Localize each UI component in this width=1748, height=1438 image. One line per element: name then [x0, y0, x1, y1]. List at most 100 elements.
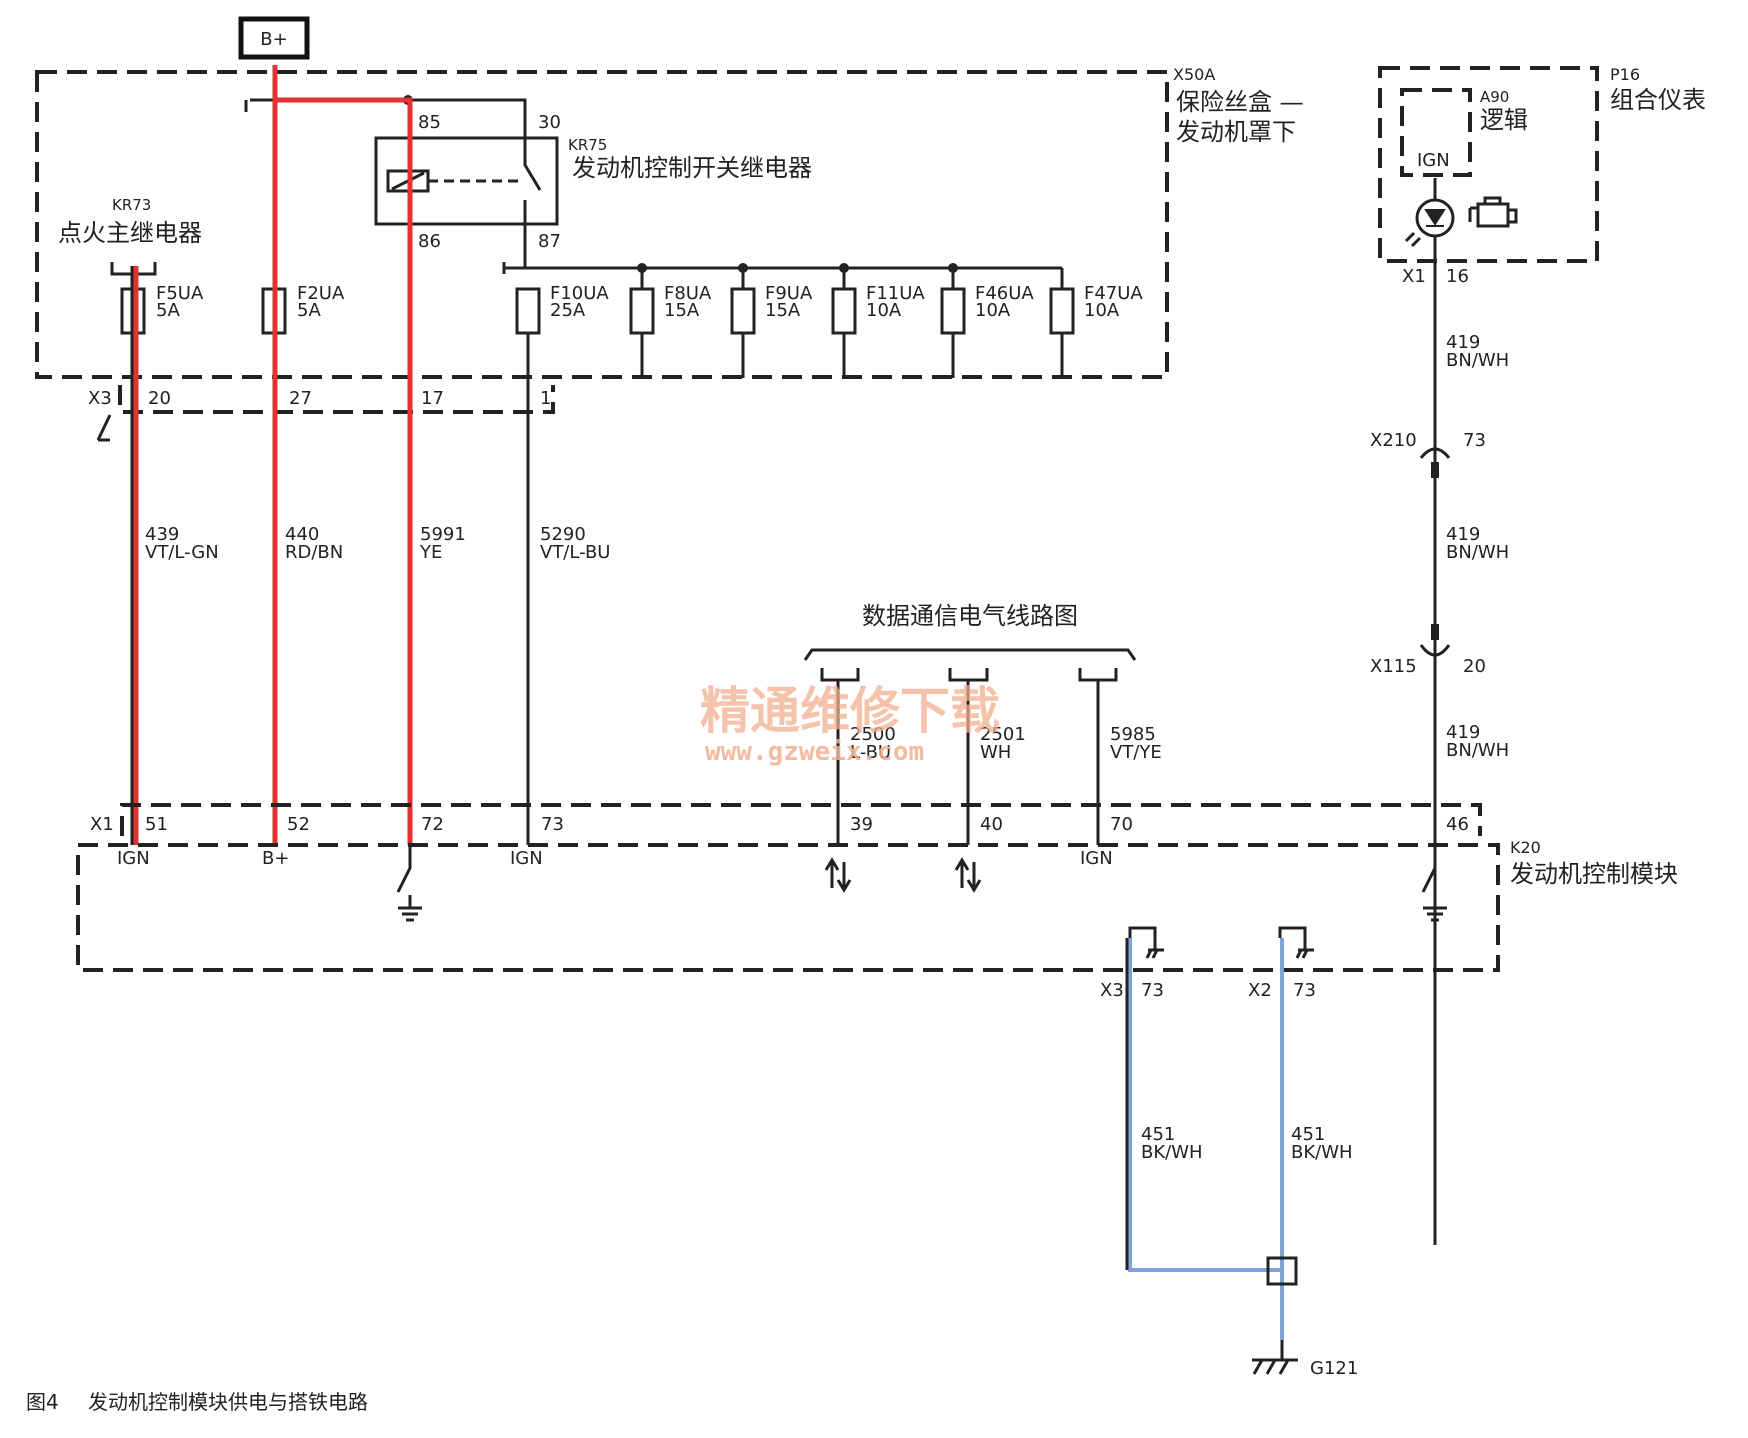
ecm-pin51: 51: [145, 814, 168, 835]
wire-419-color-2: BN/WH: [1446, 542, 1509, 563]
svg-text:F46UA: F46UA: [975, 283, 1034, 304]
fuse-box-outline: [35, 70, 1169, 379]
svg-text:25A: 25A: [550, 300, 586, 321]
wire-439-color: VT/L-GN: [145, 542, 219, 563]
x210-label: X210: [1370, 430, 1417, 451]
x3-internal-ground-icon: [1128, 926, 1164, 959]
pin46-ground-icon: [1423, 895, 1447, 922]
ecm-x1-connector-outline: [120, 803, 1482, 836]
kr75-pin87: 87: [538, 231, 561, 252]
fuse-box-title-1: 保险丝盒 —: [1176, 88, 1304, 116]
pin46-switch: [1421, 845, 1437, 893]
ecm-pin70: 70: [1110, 814, 1133, 835]
x115-pin: 20: [1463, 656, 1486, 677]
caption-fig: 图4: [26, 1390, 59, 1414]
gnd-x2-label: X2: [1248, 980, 1272, 1001]
wire-5985-color: VT/YE: [1110, 742, 1162, 763]
gnd-x3-pin: 73: [1141, 980, 1164, 1001]
watermark-line1: 精通维修下载: [700, 682, 1000, 740]
b-plus-bus: [250, 98, 527, 130]
ecm-pin72: 72: [421, 814, 444, 835]
x3-pin27: 27: [289, 388, 312, 409]
ground-wire-x3: [1128, 938, 1280, 1272]
svg-text:F9UA: F9UA: [765, 283, 813, 304]
x210-connector: [1419, 447, 1451, 459]
kr75-pin85: 85: [418, 112, 441, 133]
cluster-logic-id: A90: [1480, 88, 1509, 106]
ecm-pin40: 40: [980, 814, 1003, 835]
g121-ground-icon: [1252, 1358, 1298, 1375]
pin39-data-arrows-icon: [824, 857, 852, 893]
ecm-outline: [76, 843, 1500, 972]
wire-440-num: 440: [285, 524, 319, 545]
x3-pin1: 1: [540, 388, 551, 409]
ecm-pin46: 46: [1446, 814, 1469, 835]
x210-pin: 73: [1463, 430, 1486, 451]
svg-text:F11UA: F11UA: [866, 283, 925, 304]
gnd-wire1-color: BK/WH: [1141, 1142, 1203, 1163]
cluster-id: P16: [1610, 65, 1640, 84]
x115-pin-body: [1431, 624, 1439, 640]
svg-text:15A: 15A: [664, 300, 700, 321]
ecm-label-bplus: B+: [262, 848, 289, 869]
wire-419-color-1: BN/WH: [1446, 350, 1509, 371]
ecm-pin52: 52: [287, 814, 310, 835]
fuse-f8ua: F8UA 15A: [629, 283, 712, 335]
wire-5991-num: 5991: [420, 524, 466, 545]
kr73-name: 点火主继电器: [58, 219, 202, 247]
x115-connector: [1419, 644, 1451, 657]
wire-5290-color: VT/L-BU: [540, 542, 610, 563]
data-comm-connectors: [820, 668, 1118, 682]
kr75-pin86: 86: [418, 231, 441, 252]
cluster-ign: IGN: [1417, 150, 1450, 171]
kr75-name: 发动机控制开关继电器: [572, 154, 812, 182]
fuse-f9ua: F9UA 15A: [730, 283, 813, 335]
ecm-label-ign-70: IGN: [1080, 848, 1113, 869]
wire-440-color: RD/BN: [285, 542, 343, 563]
fuse-f46ua: F46UA 10A: [940, 283, 1034, 335]
ecm-id: K20: [1510, 838, 1541, 857]
wire-2501-color: WH: [980, 742, 1011, 763]
wire-5985-num: 5985: [1110, 724, 1156, 745]
pin72-switch: [396, 845, 412, 893]
pin72-ground-icon: [398, 895, 422, 922]
led-diode-icon: [1424, 209, 1446, 227]
fuse-f47ua: F47UA 10A: [1049, 283, 1143, 335]
led-emission-icon: [1404, 231, 1422, 248]
ecm-pin39: 39: [850, 814, 873, 835]
fuse-box-id: X50A: [1173, 65, 1215, 84]
watermark-line2: www.gzweix.com: [705, 737, 924, 767]
wire-5991: [275, 97, 413, 845]
x210-pin-body: [1431, 462, 1439, 478]
svg-text:10A: 10A: [866, 300, 902, 321]
svg-text:5A: 5A: [297, 300, 321, 321]
x3-pin17: 17: [421, 388, 444, 409]
caption-text: 发动机控制模块供电与搭铁电路: [88, 1390, 368, 1414]
fuse-f11ua: F11UA 10A: [831, 283, 925, 335]
bplus-label: B+: [260, 29, 287, 50]
data-comm-title: 数据通信电气线路图: [862, 602, 1078, 630]
x3-pin20: 20: [148, 388, 171, 409]
wire-5290-num: 5290: [540, 524, 586, 545]
fuse-f10ua: F10UA 25A: [515, 283, 609, 335]
wire-2500-num: 2500: [850, 724, 896, 745]
svg-text:F2UA: F2UA: [297, 283, 345, 304]
kr75-id: KR75: [568, 136, 607, 154]
svg-text:10A: 10A: [1084, 300, 1120, 321]
wire-419-num-2: 419: [1446, 524, 1480, 545]
x3-label: X3: [88, 388, 112, 409]
cluster-outline: [1378, 66, 1599, 263]
ground-splice: [1266, 1256, 1298, 1286]
cluster-logic-box: [1400, 88, 1472, 177]
data-comm-wires: [836, 680, 1100, 845]
pin40-data-arrows-icon: [954, 857, 982, 893]
svg-text:5A: 5A: [156, 300, 180, 321]
wire-2501-num: 2501: [980, 724, 1026, 745]
wire-419-num-3: 419: [1446, 722, 1480, 743]
gnd-x2-pin: 73: [1293, 980, 1316, 1001]
fuse-box-title-2: 发动机罩下: [1176, 118, 1296, 146]
svg-text:15A: 15A: [765, 300, 801, 321]
x115-label: X115: [1370, 656, 1417, 677]
x3-connector-outline: [118, 385, 555, 414]
